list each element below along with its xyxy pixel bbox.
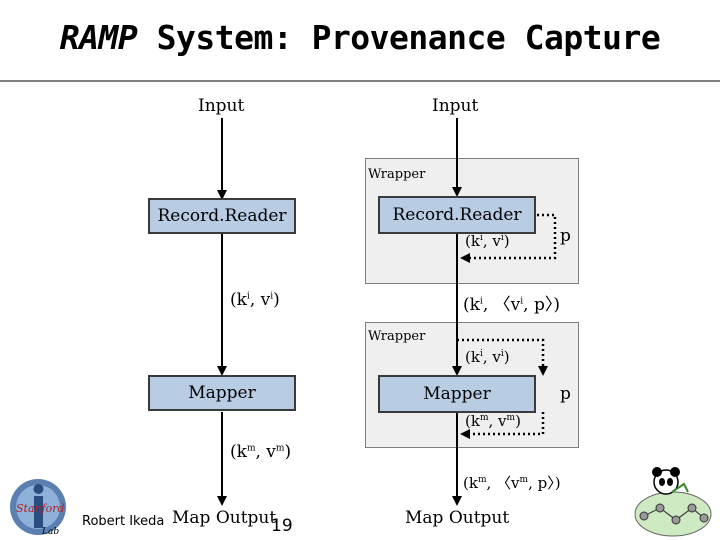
right-kvp-label: (ki, 〈vi, p〉) bbox=[463, 295, 560, 315]
p-label-2: p bbox=[560, 384, 571, 404]
title-prefix: RAMP bbox=[59, 18, 138, 57]
wrapper2-label: Wrapper bbox=[368, 329, 426, 344]
wrapper1-label: Wrapper bbox=[368, 167, 426, 182]
left-kv-label: (ki, vi) bbox=[230, 290, 280, 310]
left-mapper-label: Mapper bbox=[188, 383, 256, 403]
left-kvm-label: (km, vm) bbox=[230, 442, 292, 462]
left-input-label: Input bbox=[198, 96, 245, 116]
svg-text:Stanford: Stanford bbox=[16, 502, 65, 515]
left-output-label: Map Output bbox=[172, 508, 277, 528]
right-input-label: Input bbox=[432, 96, 479, 116]
panda-graph-logo bbox=[634, 467, 712, 537]
right-kv-inner-label: (ki, vi) bbox=[465, 232, 510, 250]
title-rest: System: Provenance Capture bbox=[137, 18, 661, 57]
left-record-reader: Record.Reader bbox=[148, 198, 296, 234]
stanford-infolab-logo: Stanford Lab bbox=[10, 479, 66, 537]
right-kvmp-label: (km, 〈vm, p〉) bbox=[463, 474, 561, 492]
right-record-reader-label: Record.Reader bbox=[392, 205, 522, 225]
right-kvm-inner-label: (km, vm) bbox=[465, 412, 521, 430]
dotted-loop-mapper-in bbox=[457, 338, 548, 376]
right-mapper-label: Mapper bbox=[423, 384, 491, 404]
left-record-reader-label: Record.Reader bbox=[157, 206, 287, 226]
right-kv-in2-label: (ki, vi) bbox=[465, 348, 510, 366]
author-name: Robert Ikeda bbox=[82, 514, 165, 529]
right-record-reader: Record.Reader bbox=[378, 196, 536, 234]
p-label-1: p bbox=[560, 226, 571, 246]
svg-text:Lab: Lab bbox=[41, 527, 59, 537]
dotted-loop-mapper-out bbox=[460, 412, 545, 439]
slide-title: RAMP System: Provenance Capture bbox=[0, 18, 720, 57]
right-mapper: Mapper bbox=[378, 375, 536, 413]
title-rule bbox=[0, 80, 720, 82]
right-output-label: Map Output bbox=[405, 508, 510, 528]
left-mapper: Mapper bbox=[148, 375, 296, 411]
page-number: 19 bbox=[271, 516, 293, 536]
